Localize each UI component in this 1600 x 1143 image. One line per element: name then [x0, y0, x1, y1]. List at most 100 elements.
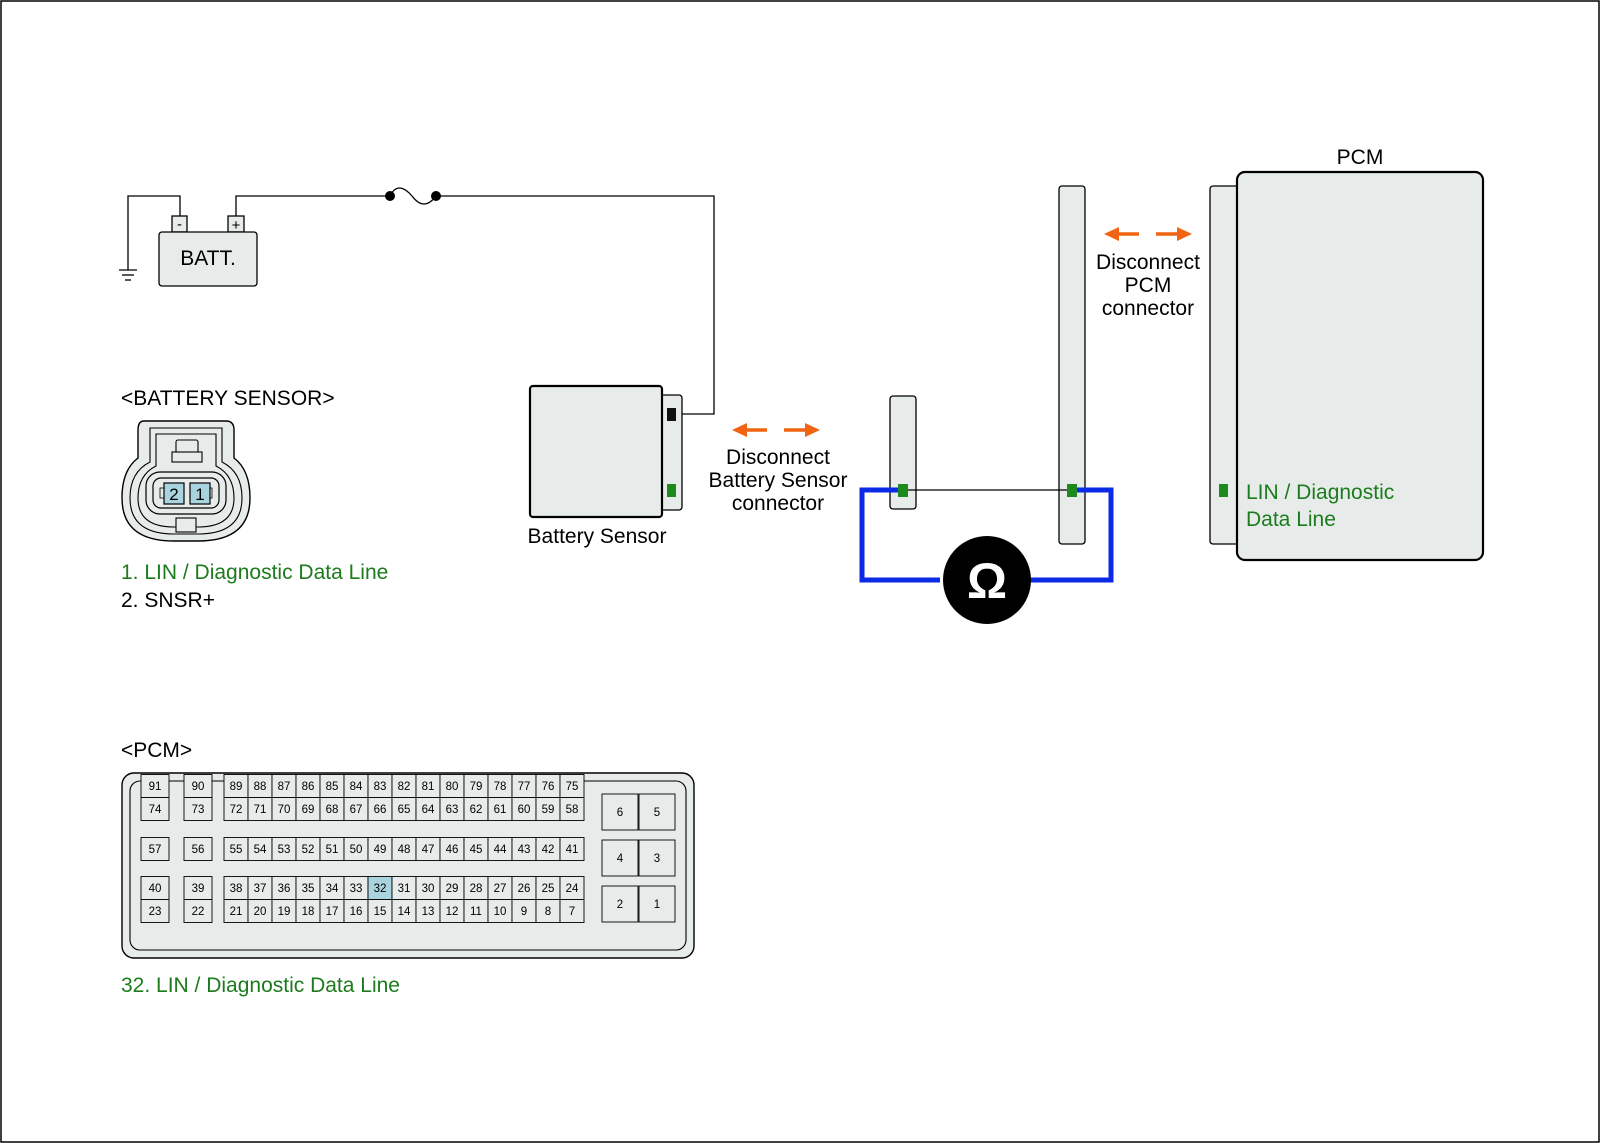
battery-sensor: Battery Sensor — [528, 384, 683, 548]
pcm-pin-18: 18 — [302, 906, 315, 918]
pcm-pin-77: 77 — [518, 781, 531, 793]
pcm-pin-66: 66 — [374, 804, 387, 816]
pcm-lin-label-line1: LIN / Diagnostic — [1246, 481, 1394, 504]
pcm-pin-cell-1 — [638, 885, 676, 923]
pcm-pin-11: 11 — [470, 906, 482, 918]
sensor-harness-pin — [898, 484, 908, 497]
pcm-pin-9: 9 — [521, 906, 527, 918]
pcm-pin-81: 81 — [422, 781, 435, 793]
pcm-pin-29: 29 — [446, 883, 459, 895]
pcm-pin-80: 80 — [446, 781, 459, 793]
meter-lead-left — [859, 487, 940, 583]
pcm-pin-46: 46 — [446, 844, 459, 856]
pcm-pin-52: 52 — [302, 844, 315, 856]
sensor-legend-1: 1. LIN / Diagnostic Data Line — [121, 561, 388, 584]
sensor-pin-1-cell — [189, 482, 211, 505]
pcm-pin-20: 20 — [254, 906, 267, 918]
pcm-pin-73: 73 — [192, 804, 205, 816]
sensor-legend-2: 2. SNSR+ — [121, 589, 215, 612]
pcm-pin-85: 85 — [326, 781, 339, 793]
pcm-harness-pin — [1067, 484, 1077, 497]
battery-sensor-pin-1 — [667, 484, 676, 497]
pcm-pin-63: 63 — [446, 804, 459, 816]
pcm-pin-21: 21 — [230, 906, 243, 918]
pcm-pin-59: 59 — [542, 804, 555, 816]
pcm-pin-37: 37 — [254, 883, 267, 895]
pcm-pin-55: 55 — [230, 844, 243, 856]
pcm-pin-45: 45 — [470, 844, 483, 856]
battery-sensor-heading: <BATTERY SENSOR> — [121, 387, 335, 410]
pcm-pin-30: 30 — [422, 883, 435, 895]
pcm-pin-87: 87 — [278, 781, 291, 793]
pcm-pin-54: 54 — [254, 844, 267, 856]
battery-positive-sign: + — [232, 217, 241, 234]
battery-label: BATT. — [180, 247, 236, 270]
pcm-pin-cell-22 — [183, 899, 213, 923]
pcm-pin-68: 68 — [326, 804, 339, 816]
sensor-pin-1-number: 1 — [195, 485, 204, 504]
pcm-pin-57: 57 — [149, 844, 162, 856]
pcm-pin-cell-58 — [559, 797, 585, 821]
pcm-pin-89: 89 — [230, 781, 243, 793]
pcm-pin-28: 28 — [470, 883, 483, 895]
pcm-pin-84: 84 — [350, 781, 363, 793]
pcm-pin-50: 50 — [350, 844, 363, 856]
pcm-pin-60: 60 — [518, 804, 531, 816]
disconnect-pcm-line1: Disconnect — [1096, 251, 1200, 274]
sensor-pin-2-number: 2 — [169, 485, 178, 504]
pcm-body — [1235, 170, 1485, 562]
pcm-pin-4: 4 — [617, 853, 624, 865]
pcm-pin-cell-4 — [601, 839, 639, 877]
pcm-pin-47: 47 — [422, 844, 435, 856]
pcm-pin-12: 12 — [446, 906, 459, 918]
fuse-terminal-left — [385, 191, 395, 201]
pcm-pin-17: 17 — [326, 906, 339, 918]
pcm-pin-58: 58 — [566, 804, 579, 816]
disconnect-sensor-line1: Disconnect — [726, 446, 830, 469]
sensor-harness-connector — [889, 395, 917, 510]
pcm-pin-88: 88 — [254, 781, 267, 793]
pcm-pin-64: 64 — [422, 804, 435, 816]
pcm-pin-cell-7 — [559, 899, 585, 923]
pcm-pin-25: 25 — [542, 883, 555, 895]
pcm-pin-22: 22 — [192, 906, 205, 918]
pcm-pin-cell-23 — [140, 899, 170, 923]
pcm-pin-75: 75 — [566, 781, 579, 793]
disconnect-pcm: Disconnect PCM connector — [1096, 227, 1200, 320]
battery-sensor-body — [528, 384, 664, 519]
pcm-pin-32: 32 — [374, 883, 387, 895]
pcm-pin-15: 15 — [374, 906, 387, 918]
pcm-pin-41: 41 — [566, 844, 579, 856]
disconnect-pcm-line3: connector — [1102, 297, 1194, 320]
battery — [158, 231, 258, 287]
battery-sensor-label: Battery Sensor — [528, 525, 667, 548]
pcm-pin-56: 56 — [192, 844, 205, 856]
pcm-module: PCM LIN / Diagnostic Data Line — [1209, 146, 1485, 562]
pcm-connector-view: <PCM> 32. LIN / Diagnostic Data Line 917… — [121, 739, 695, 997]
pcm-pin-13: 13 — [422, 906, 435, 918]
pcm-pin-33: 33 — [350, 883, 363, 895]
pcm-pin-35: 35 — [302, 883, 315, 895]
pcm-pin-69: 69 — [302, 804, 315, 816]
pcm-harness-connector — [1058, 185, 1086, 545]
battery-sensor-pin-2 — [667, 408, 676, 421]
pcm-pin-38: 38 — [230, 883, 243, 895]
pcm-pin-cell-2 — [601, 885, 639, 923]
pcm-pin-86: 86 — [302, 781, 315, 793]
pcm-pin-44: 44 — [494, 844, 507, 856]
pcm-pin-51: 51 — [326, 844, 339, 856]
pcm-pin-40: 40 — [149, 883, 162, 895]
ohm-icon: Ω — [967, 553, 1007, 609]
pcm-pin-26: 26 — [518, 883, 531, 895]
pcm-pin-53: 53 — [278, 844, 291, 856]
pcm-pin-27: 27 — [494, 883, 507, 895]
pcm-pin-61: 61 — [494, 804, 507, 816]
pcm-pin-6: 6 — [617, 807, 623, 819]
pcm-pin-cell-6 — [601, 793, 639, 831]
pcm-pin-71: 71 — [254, 804, 267, 816]
pcm-lin-label-line2: Data Line — [1246, 508, 1336, 531]
pcm-pin-70: 70 — [278, 804, 291, 816]
sensor-pin-2-cell — [163, 482, 185, 505]
pcm-pin-65: 65 — [398, 804, 411, 816]
